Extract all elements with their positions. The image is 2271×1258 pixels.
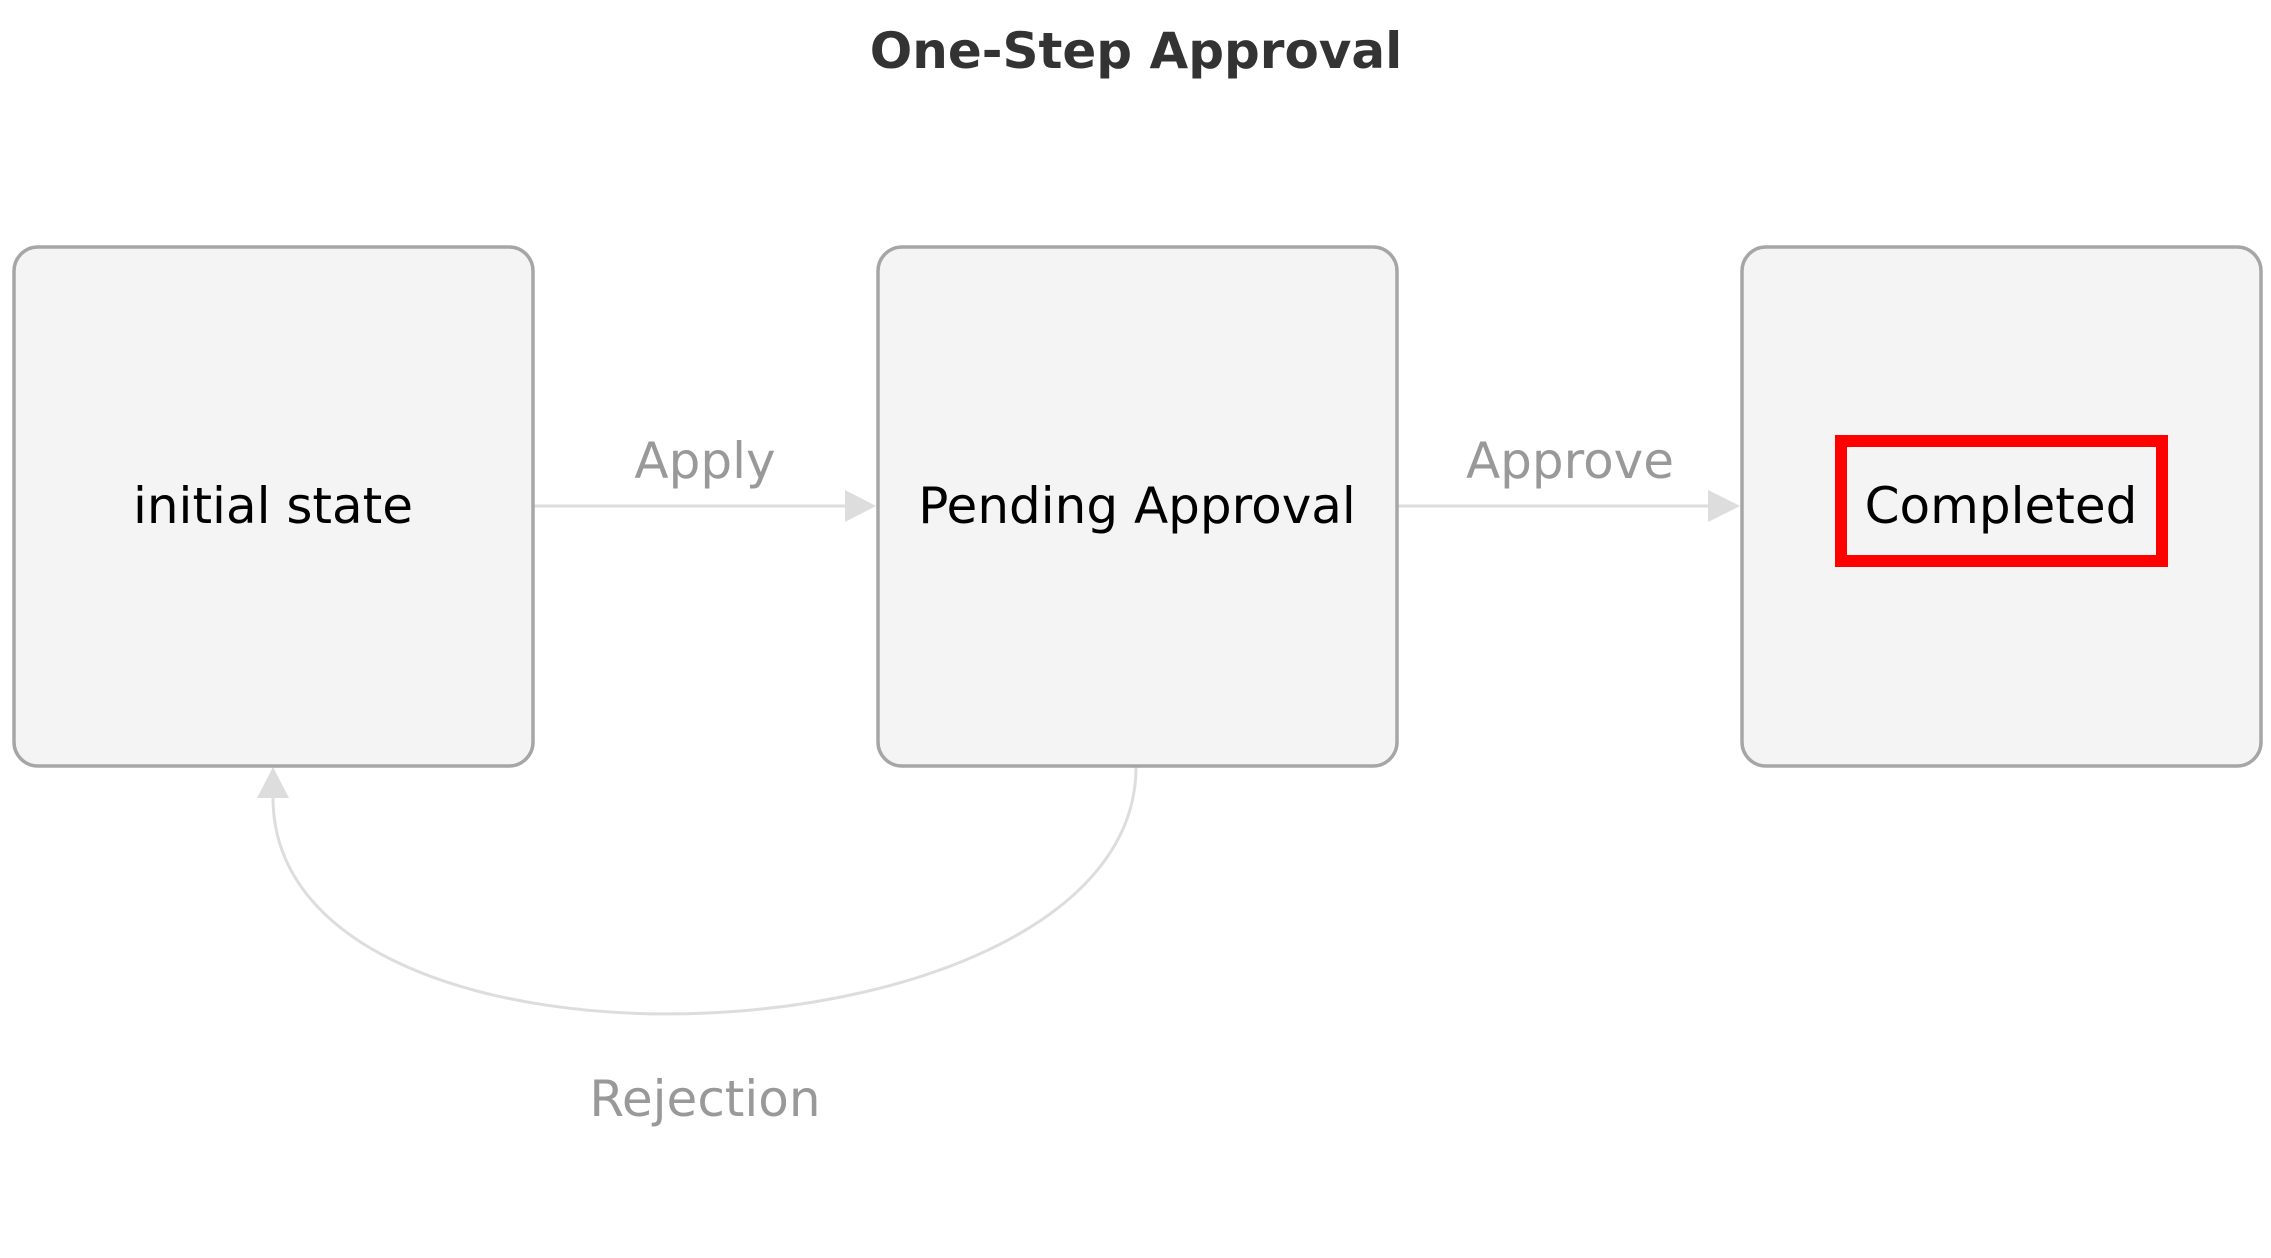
edge-rejection-label: Rejection: [589, 1070, 820, 1128]
edge-approve-label: Approve: [1466, 432, 1674, 490]
edge-approve: Approve: [1398, 432, 1740, 522]
node-pending-approval-box: [876, 245, 1399, 768]
node-completed-label: Completed: [1865, 477, 2138, 535]
edge-apply-arrowhead: [845, 490, 876, 522]
edge-rejection-line: [271, 766, 1138, 1016]
edge-rejection: Rejection: [257, 766, 1138, 1128]
node-initial-state[interactable]: initial state: [12, 245, 535, 768]
completed-highlight-box: [1835, 435, 2168, 567]
node-completed[interactable]: Completed: [1740, 245, 2263, 768]
edge-rejection-arrowhead: [257, 767, 289, 798]
edge-apply: Apply: [534, 432, 876, 522]
node-pending-approval[interactable]: Pending Approval: [876, 245, 1399, 768]
node-initial-state-box: [12, 245, 535, 768]
edge-apply-label: Apply: [634, 432, 775, 490]
diagram-title: One-Step Approval: [870, 22, 1403, 80]
node-pending-approval-label: Pending Approval: [918, 477, 1356, 535]
edge-approve-arrowhead: [1708, 490, 1740, 522]
node-completed-box: [1740, 245, 2263, 768]
node-initial-state-label: initial state: [133, 477, 413, 535]
